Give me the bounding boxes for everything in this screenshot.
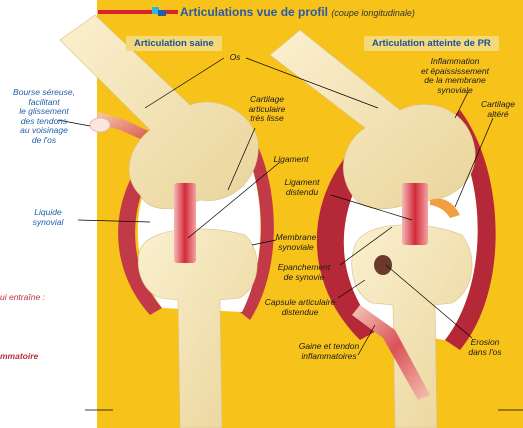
diagram-title-main: Articulations vue de profil xyxy=(180,5,328,19)
header-bar-red-2 xyxy=(166,10,178,14)
label-inflammation: Inflammation et épaississement de la mem… xyxy=(410,57,500,95)
header-bar-red xyxy=(98,10,156,14)
panel-label-pr: Articulation atteinte de PR xyxy=(364,36,499,51)
label-cartilage-altere: Cartilage altéré xyxy=(475,100,521,119)
label-epanchement: Epanchement de synovie xyxy=(272,263,336,282)
panel-label-healthy: Articulation saine xyxy=(126,36,222,51)
margin-text-2: mmatoire xyxy=(0,352,70,362)
header-square-cyan xyxy=(152,7,159,14)
label-membrane: Membrane synoviale xyxy=(270,233,322,252)
label-ligament: Ligament xyxy=(266,155,316,165)
label-cartilage-lisse: Cartilage articulaire très lisse xyxy=(238,95,296,124)
label-bourse: Bourse séreuse, facilitant le glissement… xyxy=(6,88,82,145)
right-bone-erosion xyxy=(374,255,392,275)
left-ligament xyxy=(174,183,196,263)
left-bursa xyxy=(90,118,110,132)
label-capsule: Capsule articulaire distendue xyxy=(252,298,348,317)
label-gaine: Gaine et tendon inflammatoires xyxy=(286,342,372,361)
margin-text-1: ui entraîne : xyxy=(0,293,70,303)
label-ligament-distendu: Ligament distendu xyxy=(273,178,331,197)
label-liquide: Liquide synovial xyxy=(20,208,76,227)
label-os: Os xyxy=(220,53,250,63)
diagram-subtitle: (coupe longitudinale) xyxy=(331,8,415,18)
diagram-title: Articulations vue de profil (coupe longi… xyxy=(180,5,415,19)
label-erosion: Erosion dans l'os xyxy=(460,338,510,357)
right-ligament-stretched xyxy=(402,183,428,245)
left-lower-bone xyxy=(138,229,257,428)
header-square-blue xyxy=(158,10,166,16)
